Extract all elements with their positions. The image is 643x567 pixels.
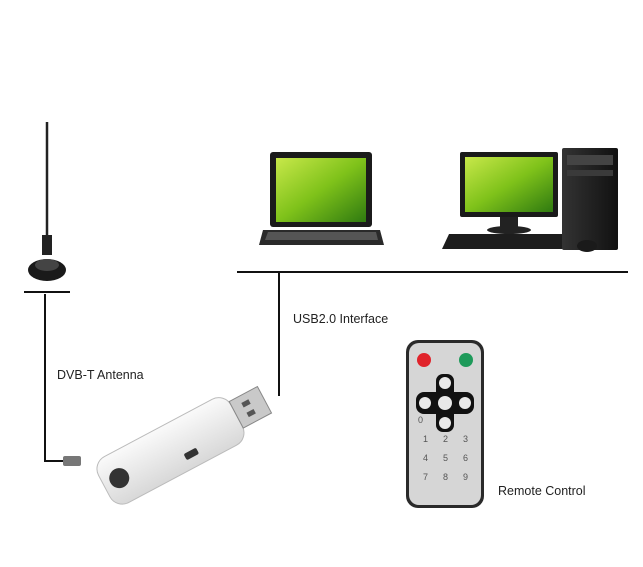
remote-key: 5 — [443, 453, 449, 463]
usb-interface-label: USB2.0 Interface — [293, 312, 389, 326]
power-button — [417, 353, 431, 367]
mute-button — [459, 353, 473, 367]
remote-key: 6 — [463, 453, 469, 463]
remote-key: 3 — [463, 434, 469, 444]
remote-key: 2 — [443, 434, 449, 444]
remote-control-icon — [406, 340, 484, 508]
remote-control-label: Remote Control — [498, 484, 586, 498]
remote-key: 0 — [418, 415, 424, 425]
connection-lines — [24, 271, 628, 462]
desktop-computer-icon — [442, 148, 618, 252]
remote-key: 9 — [463, 472, 469, 482]
laptop-icon — [259, 152, 384, 245]
remote-key: 4 — [423, 453, 429, 463]
remote-key: 1 — [423, 434, 429, 444]
antenna-cable — [44, 294, 66, 462]
antenna-label: DVB-T Antenna — [57, 368, 144, 382]
antenna-icon — [28, 122, 81, 466]
remote-key: 8 — [443, 472, 449, 482]
remote-key: 7 — [423, 472, 429, 482]
usb-tv-stick-icon — [96, 385, 273, 505]
